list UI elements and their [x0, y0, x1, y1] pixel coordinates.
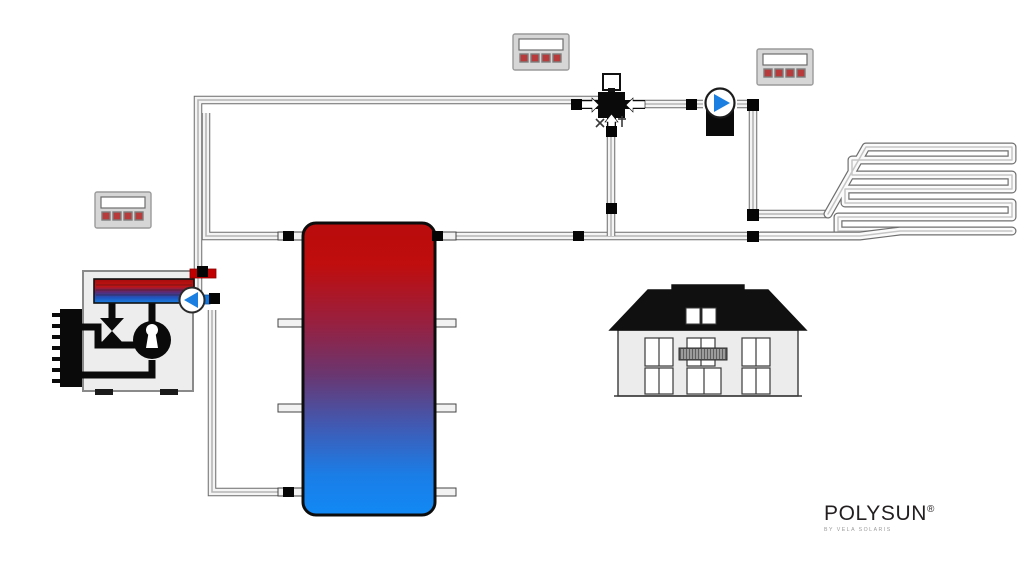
pump-direction-arrow — [714, 94, 730, 112]
controller-leds — [519, 53, 562, 63]
tank-body[interactable] — [301, 221, 437, 517]
pipe-tank-top-left — [201, 113, 292, 241]
logo-wordmark-text: POLYSUN — [824, 502, 928, 525]
logo-wordmark: POLYSUN® — [824, 503, 944, 524]
valve-arrow-right — [625, 97, 646, 113]
sensor-floor-return — [747, 231, 759, 242]
controller-collector[interactable] — [94, 191, 152, 229]
building[interactable] — [608, 284, 808, 397]
sensor-riser-top — [606, 126, 617, 137]
logo-tagline: BY VELA SOLARIS — [824, 527, 892, 533]
sensor-tank-bottom-left — [283, 487, 294, 497]
charging-pump[interactable] — [178, 286, 206, 314]
sensor-valve-right — [686, 99, 697, 110]
polysun-logo: POLYSUN® BY VELA SOLARIS — [824, 503, 944, 533]
pipe-pump-to-floor — [737, 99, 828, 219]
controller-display — [100, 196, 146, 209]
floor-heating-loop — [760, 142, 1017, 241]
controller-display — [762, 53, 808, 66]
balcony-railing — [678, 347, 728, 361]
heat-pump-unit[interactable] — [52, 268, 217, 395]
sensor-hp-out — [197, 266, 208, 277]
expansion-valve[interactable] — [100, 318, 124, 344]
controller-leds — [763, 68, 806, 78]
mixing-valve[interactable] — [578, 73, 646, 134]
controller-pump[interactable] — [756, 48, 814, 86]
registered-trademark-icon: ® — [927, 504, 935, 515]
sensor-riser-bottom — [606, 203, 617, 214]
temperature-sensors — [197, 99, 759, 497]
sensor-hp-return — [209, 293, 220, 304]
dormer-windows — [685, 307, 717, 325]
controller-leds — [101, 211, 144, 221]
pipe-tank-bottom-return — [207, 310, 292, 497]
heating-circuit-pump[interactable] — [704, 87, 736, 137]
heat-pump-foot-left — [95, 389, 113, 395]
refrigerant-circuit — [72, 296, 156, 379]
house-windows-lower — [644, 367, 771, 395]
controller-display — [518, 38, 564, 51]
controller-valve[interactable] — [512, 33, 570, 71]
sensor-tank-top-right — [432, 231, 443, 241]
sensor-floor-supply — [747, 209, 759, 221]
valve-actuator[interactable] — [602, 73, 621, 91]
sensor-valve-left — [571, 99, 582, 110]
sensor-tank-top-left — [283, 231, 294, 241]
sensor-return-mid — [573, 231, 584, 241]
sensor-pump-out — [747, 99, 759, 111]
pipe-hp-to-valve — [193, 95, 600, 300]
compressor[interactable] — [133, 321, 171, 359]
valve-marking — [595, 116, 626, 128]
storage-tank[interactable] — [277, 221, 457, 517]
tank-ports-left — [277, 231, 305, 497]
heat-pump-foot-right — [160, 389, 178, 395]
